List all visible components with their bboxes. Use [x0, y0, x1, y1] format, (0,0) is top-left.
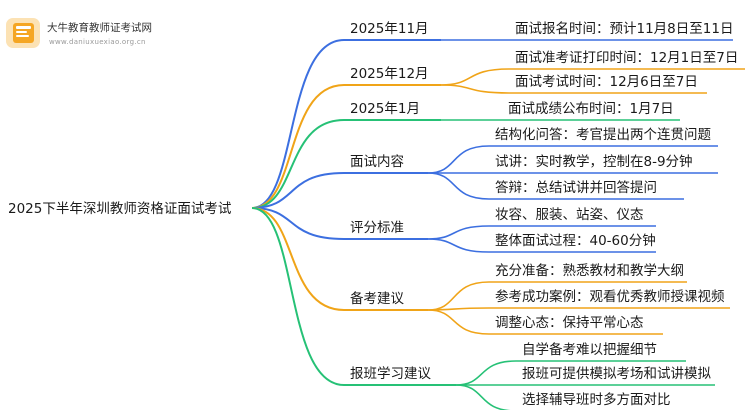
- branch-nodes: 2025年11月 面试报名时间：预计11月8日至11日 2025年12月 面试准考证打…: [350, 21, 738, 408]
- logo-title: 大牛教育教师证考试网: [47, 21, 152, 34]
- branch-label: 2025年11月: [350, 21, 429, 37]
- child-connector: [427, 281, 490, 311]
- branch-label: 备考建议: [350, 290, 404, 307]
- book-icon: [6, 18, 40, 48]
- branch-label: 评分标准: [350, 220, 404, 236]
- root-branch-connector: [251, 39, 345, 209]
- leaf-label: 答辩：总结试讲并回答提问: [495, 179, 657, 196]
- root-branch-connector: [251, 207, 345, 311]
- leaf-label: 选择辅导班时多方面对比: [522, 391, 671, 408]
- child-connector: [455, 360, 517, 386]
- child-connector: [440, 84, 510, 94]
- child-connector: [427, 145, 490, 174]
- leaf-label: 面试报名时间：预计11月8日至11日: [515, 21, 733, 37]
- leaf-label: 参考成功案例：观看优秀教师授课视频: [495, 288, 725, 305]
- branch-label: 2025年12月: [350, 66, 429, 82]
- leaf-label: 面试成绩公布时间：1月7日: [508, 101, 674, 117]
- leaf-label: 面试考试时间：12月6日至7日: [515, 74, 698, 90]
- leaf-label: 充分准备：熟悉教材和教学大纲: [495, 262, 684, 279]
- leaf-label: 调整心态：保持平常心态: [495, 315, 644, 331]
- leaf-label: 自学备考难以把握细节: [522, 341, 657, 358]
- logo-url: www.daniuxuexiao.org.cn: [49, 38, 146, 46]
- root-branch-connector: [251, 119, 345, 209]
- branch-label: 2025年1月: [350, 101, 420, 117]
- child-connector: [440, 68, 510, 86]
- leaf-label: 面试准考证打印时间：12月1日至7日: [515, 49, 738, 66]
- branch-label: 报班学习建议: [350, 366, 431, 382]
- connector-lines: [251, 39, 745, 410]
- logo: 大牛教育教师证考试网 www.daniuxuexiao.org.cn: [6, 18, 152, 48]
- leaf-label: 结构化问答：考官提出两个连贯问题: [495, 126, 711, 143]
- child-connector: [427, 225, 490, 240]
- leaf-label: 妆容、服装、站姿、仪态: [495, 206, 644, 223]
- root-branch-connector: [251, 84, 345, 209]
- child-connector: [427, 309, 490, 335]
- root-branch-connector: [251, 172, 345, 209]
- leaf-label: 试讲：实时教学，控制在8-9分钟: [495, 153, 693, 170]
- root-branch-connector: [251, 207, 345, 386]
- child-connector: [427, 238, 490, 253]
- branch-label: 面试内容: [350, 153, 404, 170]
- root-topic: 2025下半年深圳教师资格证面试考试: [8, 201, 232, 217]
- leaf-label: 报班可提供模拟考场和试讲模拟: [522, 366, 711, 382]
- root-branch-connector: [251, 207, 345, 240]
- child-connector: [427, 172, 490, 200]
- leaf-label: 整体面试过程：40-60分钟: [495, 232, 656, 249]
- child-connector: [455, 384, 514, 410]
